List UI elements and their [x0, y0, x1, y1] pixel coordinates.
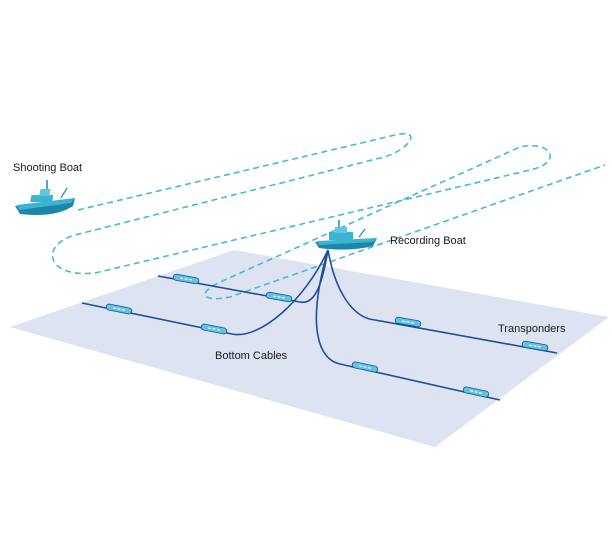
transponders [105, 273, 549, 398]
shooting-boat-label: Shooting Boat [13, 162, 83, 174]
shooting-boat-icon [15, 180, 75, 215]
riser-cable [315, 249, 341, 365]
riser-cable [327, 249, 376, 321]
transponder-icon [105, 303, 133, 315]
transponder-icon [394, 316, 422, 328]
transponder-icon [462, 386, 490, 398]
transponder-icon [351, 361, 379, 373]
transponder-icon [521, 340, 549, 352]
transponder-icon [200, 323, 228, 335]
bottom-cables-label: Bottom Cables [215, 350, 288, 362]
recording-boat-icon [315, 220, 377, 250]
transponders-label: Transponders [498, 323, 566, 335]
riser-cable [299, 249, 329, 303]
recording-boat-label: Recording Boat [390, 235, 466, 247]
transponder-icon [172, 273, 200, 285]
transponder-icon [265, 291, 293, 303]
seabed-plane [10, 250, 609, 447]
riser-cable [231, 249, 329, 336]
